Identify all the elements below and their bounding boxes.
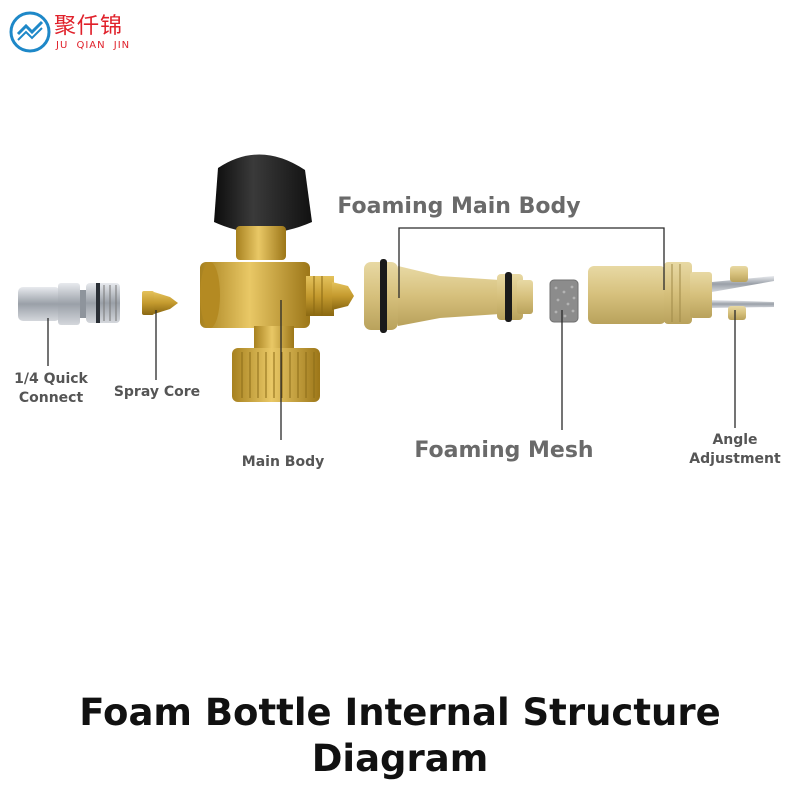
quick-connect-part <box>18 283 120 325</box>
spray-core-label: Spray Core <box>113 384 201 400</box>
foaming-mesh-part <box>549 279 579 323</box>
diagram-title-line1: Foam Bottle Internal Structure <box>79 691 721 734</box>
main-body-part <box>200 154 354 402</box>
angle-adjustment-label: Angle Adjustment <box>678 431 792 469</box>
main-body-label: Main Body <box>241 454 325 470</box>
foaming-main-body-front-part <box>364 259 533 333</box>
diagram-title: Foam Bottle Internal Structure Diagram <box>20 690 780 782</box>
quick-connect-label-line1: 1/4 Quick <box>14 371 88 387</box>
quick-connect-label: 1/4 Quick Connect <box>6 370 96 408</box>
brand-name-en: JU QIAN JIN <box>56 40 131 51</box>
foaming-main-body-bracket <box>398 227 665 298</box>
diagram-title-line2: Diagram <box>311 737 489 780</box>
foaming-mesh-label: Foaming Mesh <box>414 438 594 463</box>
angle-adjustment-part <box>712 266 774 320</box>
foaming-main-body-rear-part <box>588 262 712 324</box>
brand-logo-icon <box>9 11 51 53</box>
angle-adjustment-label-line1: Angle <box>712 432 758 448</box>
spray-core-part <box>142 291 178 315</box>
quick-connect-label-line2: Connect <box>18 390 84 406</box>
brand-logo: 聚仟锦 JU QIAN JIN <box>6 6 156 58</box>
angle-adjustment-label-line2: Adjustment <box>689 451 781 467</box>
foaming-main-body-label: Foaming Main Body <box>337 194 581 219</box>
brand-name-cn: 聚仟锦 <box>54 14 124 39</box>
